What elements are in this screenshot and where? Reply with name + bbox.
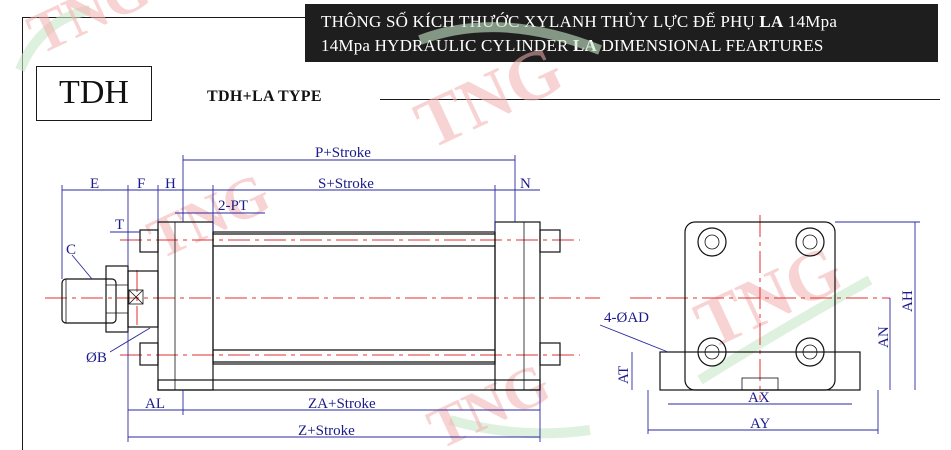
ad-label: 4-ØAD bbox=[604, 310, 649, 326]
c-label: C bbox=[66, 242, 76, 258]
title-en-text: 14Mpa HYDRAULIC CYLINDER bbox=[321, 36, 573, 55]
end-bolt bbox=[697, 337, 727, 367]
bolt-core bbox=[802, 234, 818, 250]
t-label: T bbox=[115, 217, 124, 233]
foot-mount bbox=[157, 379, 541, 391]
end-bolt bbox=[697, 227, 727, 257]
tierod-nut bbox=[139, 342, 159, 366]
e-label: E bbox=[90, 176, 99, 192]
watermark-text: TNG bbox=[404, 31, 574, 165]
type-label: TDH+LA TYPE bbox=[207, 88, 322, 105]
watermark-arc bbox=[697, 275, 873, 385]
bolt-hex bbox=[795, 227, 825, 257]
bolt-core bbox=[704, 344, 720, 360]
rod-end bbox=[61, 278, 117, 324]
watermark-arc bbox=[15, 5, 92, 72]
z-stroke-label: Z+Stroke bbox=[298, 423, 355, 439]
type-underline bbox=[380, 99, 940, 100]
h-label: H bbox=[165, 176, 176, 192]
title-en-suffix: DIMENSIONAL FEARTURES bbox=[597, 36, 824, 55]
bolt-hex bbox=[697, 227, 727, 257]
wrench-flat bbox=[128, 289, 144, 305]
f-label: F bbox=[137, 176, 145, 192]
watermark-text: TNG bbox=[18, 0, 159, 67]
c-leader bbox=[71, 254, 93, 280]
b-leader bbox=[109, 327, 151, 353]
wrench-flat-cross bbox=[128, 289, 144, 305]
p-stroke-label: P+Stroke bbox=[315, 145, 371, 161]
title-vi-text: THÔNG SỐ KÍCH THƯỚC XYLANH THỦY LỰC ĐẾ P… bbox=[321, 12, 760, 31]
b-label: ØB bbox=[86, 350, 107, 366]
bolt-hex bbox=[697, 337, 727, 367]
bolt-core bbox=[802, 344, 818, 360]
watermark-arc bbox=[448, 415, 591, 439]
side-dimensions: P+Stroke E F H S+Stroke N 2-PT T C ØB AL… bbox=[61, 145, 541, 442]
n-label: N bbox=[520, 176, 531, 192]
an-label: AN bbox=[876, 326, 892, 348]
pt-label: 2-PT bbox=[218, 198, 248, 214]
at-label: AT bbox=[616, 366, 632, 384]
title-vi-pressure: 14Mpa bbox=[783, 12, 838, 31]
bolt-core bbox=[704, 234, 720, 250]
end-foot-slot bbox=[741, 377, 779, 391]
drawing-frame-left bbox=[22, 17, 23, 450]
tierod-nut bbox=[539, 342, 561, 366]
rod-nut bbox=[105, 265, 129, 333]
ad-leader bbox=[599, 324, 669, 353]
title-line-vi: THÔNG SỐ KÍCH THƯỚC XYLANH THỦY LỰC ĐẾ P… bbox=[321, 10, 938, 34]
end-dimensions: 4-ØAD AT AX AY AN AH bbox=[599, 221, 920, 434]
end-bolt bbox=[795, 227, 825, 257]
ay-label: AY bbox=[750, 416, 770, 432]
model-code: TDH bbox=[59, 74, 129, 111]
tierod-nut bbox=[139, 229, 159, 253]
drawing-frame-top bbox=[22, 17, 312, 18]
ax-label: AX bbox=[748, 390, 770, 406]
model-code-box: TDH bbox=[36, 66, 152, 121]
title-vi-bold: LA bbox=[759, 12, 784, 31]
side-view bbox=[45, 221, 600, 391]
s-stroke-label: S+Stroke bbox=[318, 176, 374, 192]
tierod-nut bbox=[539, 229, 561, 253]
za-stroke-label: ZA+Stroke bbox=[308, 396, 376, 412]
al-label: AL bbox=[145, 396, 165, 412]
title-banner: THÔNG SỐ KÍCH THƯỚC XYLANH THỦY LỰC ĐẾ P… bbox=[305, 4, 938, 62]
bolt-hex bbox=[795, 337, 825, 367]
end-view bbox=[630, 215, 890, 400]
watermark-arc bbox=[418, 22, 602, 55]
end-bolt bbox=[795, 337, 825, 367]
ah-label: AH bbox=[900, 290, 916, 312]
title-line-en: 14Mpa HYDRAULIC CYLINDER LA DIMENSIONAL … bbox=[321, 34, 938, 58]
watermark-text: TNG bbox=[138, 160, 279, 272]
